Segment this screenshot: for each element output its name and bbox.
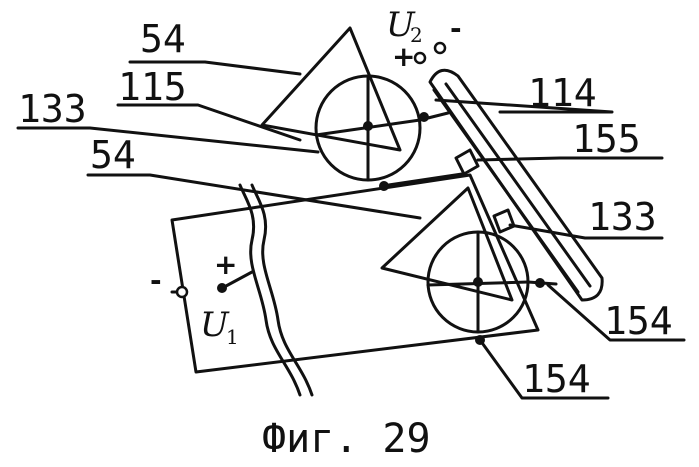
terminal-u1-minus <box>177 287 187 297</box>
label-154-upper: 154 <box>604 299 673 343</box>
electrode-tube-inner-2 <box>434 90 578 292</box>
label-133-right: 133 <box>588 195 657 239</box>
node-plate-bottom <box>475 335 485 345</box>
terminal-u2-plus <box>415 53 425 63</box>
terminal-u2-minus <box>435 43 445 53</box>
node-lower-center <box>473 277 483 287</box>
u1-plus-sign: + <box>214 248 237 281</box>
u2-plus-sign: + <box>392 40 415 73</box>
figure-caption: Фиг. 29 <box>262 416 431 462</box>
node-plate-top <box>379 181 389 191</box>
label-54-top: 54 <box>140 17 186 61</box>
label-133-left: 133 <box>18 87 87 131</box>
contact-pad-155 <box>456 150 478 174</box>
leader-plate-node <box>382 174 462 186</box>
node-upper-center <box>363 121 373 131</box>
node-upper-right <box>419 112 429 122</box>
label-114: 114 <box>528 71 597 115</box>
u1-subscript: 1 <box>226 325 239 349</box>
node-lower-right <box>535 278 545 288</box>
u2-minus-sign: - <box>450 12 462 45</box>
label-155: 155 <box>572 117 641 161</box>
u1-minus-sign: - <box>150 264 162 297</box>
label-154-lower: 154 <box>522 357 591 401</box>
label-54-mid: 54 <box>90 133 136 177</box>
node-u1-plus <box>217 283 227 293</box>
label-115: 115 <box>118 65 187 109</box>
contact-pad-133 <box>494 210 514 232</box>
